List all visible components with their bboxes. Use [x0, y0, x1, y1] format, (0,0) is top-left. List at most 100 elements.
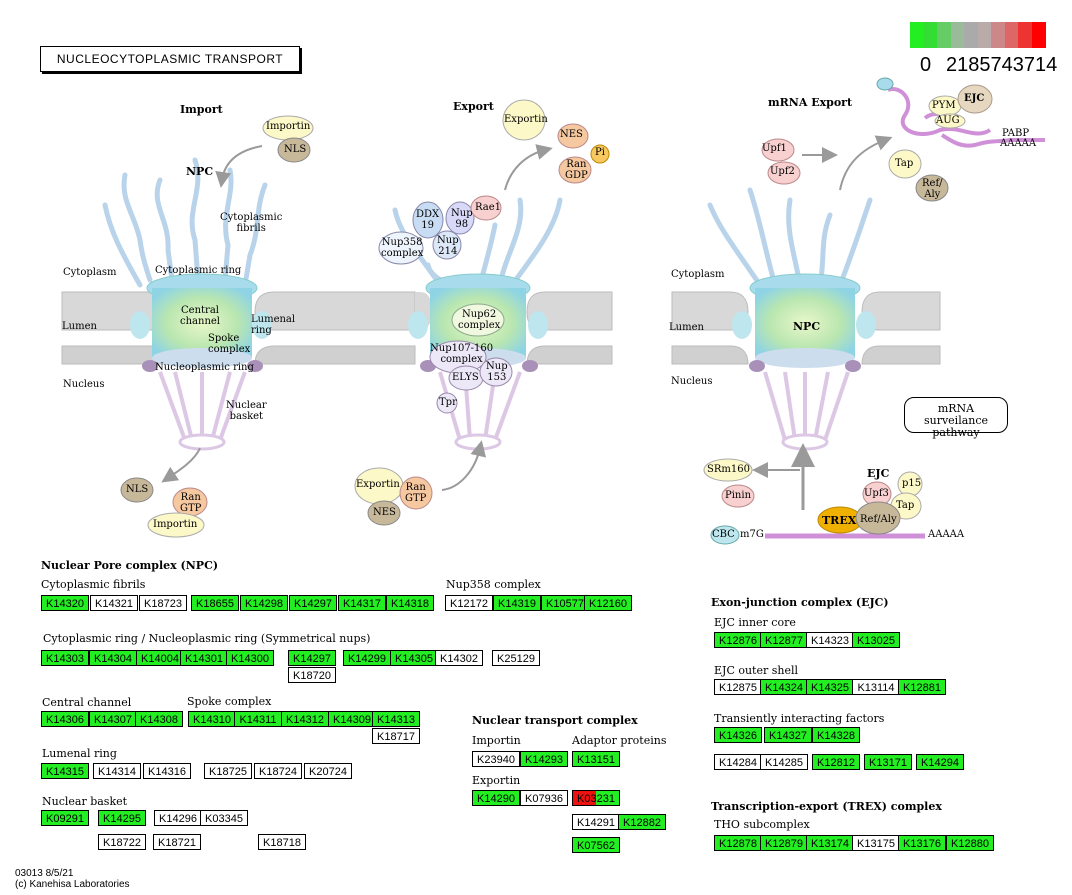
p15-label[interactable]: p15 — [902, 478, 922, 489]
gene-box-k14328[interactable]: K14328 — [812, 727, 860, 743]
gene-box-k14323[interactable]: K14323 — [806, 632, 854, 648]
gene-box-k14304[interactable]: K14304 — [89, 650, 137, 666]
gene-box-k12877[interactable]: K12877 — [760, 632, 808, 648]
gene-box-k14291[interactable]: K14291 — [572, 814, 620, 830]
gene-box-k14312[interactable]: K14312 — [281, 711, 329, 727]
gene-box-k23940[interactable]: K23940 — [472, 751, 520, 767]
trex-label[interactable]: TREX — [822, 514, 857, 527]
elys-label[interactable]: ELYS — [452, 372, 479, 383]
gene-box-k03231[interactable]: K03231 — [572, 790, 620, 806]
nes-nucleus-label[interactable]: NES — [373, 507, 396, 518]
gene-box-k14320[interactable]: K14320 — [41, 595, 89, 611]
gene-box-k25129[interactable]: K25129 — [492, 650, 540, 666]
gene-box-k14290[interactable]: K14290 — [472, 790, 520, 806]
gene-box-k03345[interactable]: K03345 — [200, 810, 248, 826]
gene-box-k14295[interactable]: K14295 — [98, 810, 146, 826]
gene-box-k14316[interactable]: K14316 — [143, 763, 191, 779]
gene-box-k14310[interactable]: K14310 — [188, 711, 236, 727]
exportin-nucleus-label[interactable]: Exportin — [356, 479, 400, 490]
gene-box-k14314[interactable]: K14314 — [93, 763, 141, 779]
cbc-label[interactable]: CBC — [712, 529, 735, 540]
gene-box-k14324[interactable]: K14324 — [760, 679, 808, 695]
gene-box-k07562[interactable]: K07562 — [572, 837, 620, 853]
gene-box-k13175[interactable]: K13175 — [852, 835, 900, 851]
pi-label[interactable]: Pi — [595, 147, 605, 158]
gene-box-k12879[interactable]: K12879 — [760, 835, 808, 851]
gene-box-k14315[interactable]: K14315 — [41, 763, 89, 779]
gene-box-k14303[interactable]: K14303 — [41, 650, 89, 666]
gene-box-k18718[interactable]: K18718 — [258, 834, 306, 850]
gene-box-k14301[interactable]: K14301 — [180, 650, 228, 666]
nls-label[interactable]: NLS — [284, 144, 307, 155]
gene-box-k20724[interactable]: K20724 — [304, 763, 352, 779]
nes-label[interactable]: NES — [560, 129, 583, 140]
pym-label[interactable]: PYM — [932, 100, 956, 111]
gene-box-k10577[interactable]: K10577 — [541, 595, 589, 611]
gene-box-k07936[interactable]: K07936 — [520, 790, 568, 806]
gene-box-k13025[interactable]: K13025 — [852, 632, 900, 648]
gene-box-k09291[interactable]: K09291 — [41, 810, 89, 826]
ejc-label-nucleus[interactable]: EJC — [867, 467, 890, 480]
gene-box-k14305[interactable]: K14305 — [390, 650, 438, 666]
gene-box-k13176[interactable]: K13176 — [898, 835, 946, 851]
srm160-label[interactable]: SRm160 — [707, 464, 750, 475]
ejc-label[interactable]: EJC — [964, 93, 985, 104]
nls-nucleus-label[interactable]: NLS — [126, 484, 149, 495]
gene-box-k14319[interactable]: K14319 — [493, 595, 541, 611]
gene-box-k14294[interactable]: K14294 — [916, 754, 964, 770]
gene-box-k14299[interactable]: K14299 — [343, 650, 391, 666]
gene-box-k12881[interactable]: K12881 — [898, 679, 946, 695]
gene-box-k18724[interactable]: K18724 — [254, 763, 302, 779]
gene-box-k14004[interactable]: K14004 — [136, 650, 184, 666]
gene-box-k14308[interactable]: K14308 — [135, 711, 183, 727]
gene-box-k14284[interactable]: K14284 — [714, 754, 762, 770]
gene-box-k14307[interactable]: K14307 — [89, 711, 137, 727]
gene-box-k12882[interactable]: K12882 — [618, 814, 666, 830]
gene-box-k13174[interactable]: K13174 — [806, 835, 854, 851]
gene-box-k12878[interactable]: K12878 — [714, 835, 762, 851]
gene-box-k18721[interactable]: K18721 — [153, 834, 201, 850]
gene-box-k12160[interactable]: K12160 — [584, 595, 632, 611]
tpr-label[interactable]: Tpr — [439, 397, 457, 408]
gene-box-k14296[interactable]: K14296 — [154, 810, 202, 826]
gene-box-k18720[interactable]: K18720 — [288, 667, 336, 683]
gene-box-k13114[interactable]: K13114 — [852, 679, 900, 695]
ref-aly-nucleus-label[interactable]: Ref/Aly — [860, 514, 897, 525]
gene-box-k18722[interactable]: K18722 — [98, 834, 146, 850]
gene-box-k14318[interactable]: K14318 — [386, 595, 434, 611]
gene-box-k14285[interactable]: K14285 — [760, 754, 808, 770]
pabp-label[interactable]: PABP — [1002, 128, 1030, 139]
gene-box-k13171[interactable]: K13171 — [864, 754, 912, 770]
gene-box-k14311[interactable]: K14311 — [234, 711, 282, 727]
gene-box-k14326[interactable]: K14326 — [714, 727, 762, 743]
pinin-label[interactable]: Pinin — [725, 490, 752, 501]
upf2-label[interactable]: Upf2 — [770, 166, 795, 177]
importin-nucleus-label[interactable]: Importin — [153, 519, 198, 530]
gene-box-k18717[interactable]: K18717 — [372, 728, 420, 744]
upf3-label[interactable]: Upf3 — [864, 488, 889, 499]
gene-box-k18725[interactable]: K18725 — [204, 763, 252, 779]
gene-box-k12172[interactable]: K12172 — [445, 595, 493, 611]
gene-box-k14293[interactable]: K14293 — [520, 751, 568, 767]
tap-label[interactable]: Tap — [895, 158, 914, 169]
gene-box-k12880[interactable]: K12880 — [946, 835, 994, 851]
gene-box-k12812[interactable]: K12812 — [812, 754, 860, 770]
gene-box-k14325[interactable]: K14325 — [806, 679, 854, 695]
gene-box-k14302[interactable]: K14302 — [435, 650, 483, 666]
gene-box-k14297[interactable]: K14297 — [289, 595, 337, 611]
gene-box-k14300[interactable]: K14300 — [226, 650, 274, 666]
gene-box-k14309[interactable]: K14309 — [328, 711, 376, 727]
gene-box-k13151[interactable]: K13151 — [572, 751, 620, 767]
gene-box-k14306[interactable]: K14306 — [41, 711, 89, 727]
